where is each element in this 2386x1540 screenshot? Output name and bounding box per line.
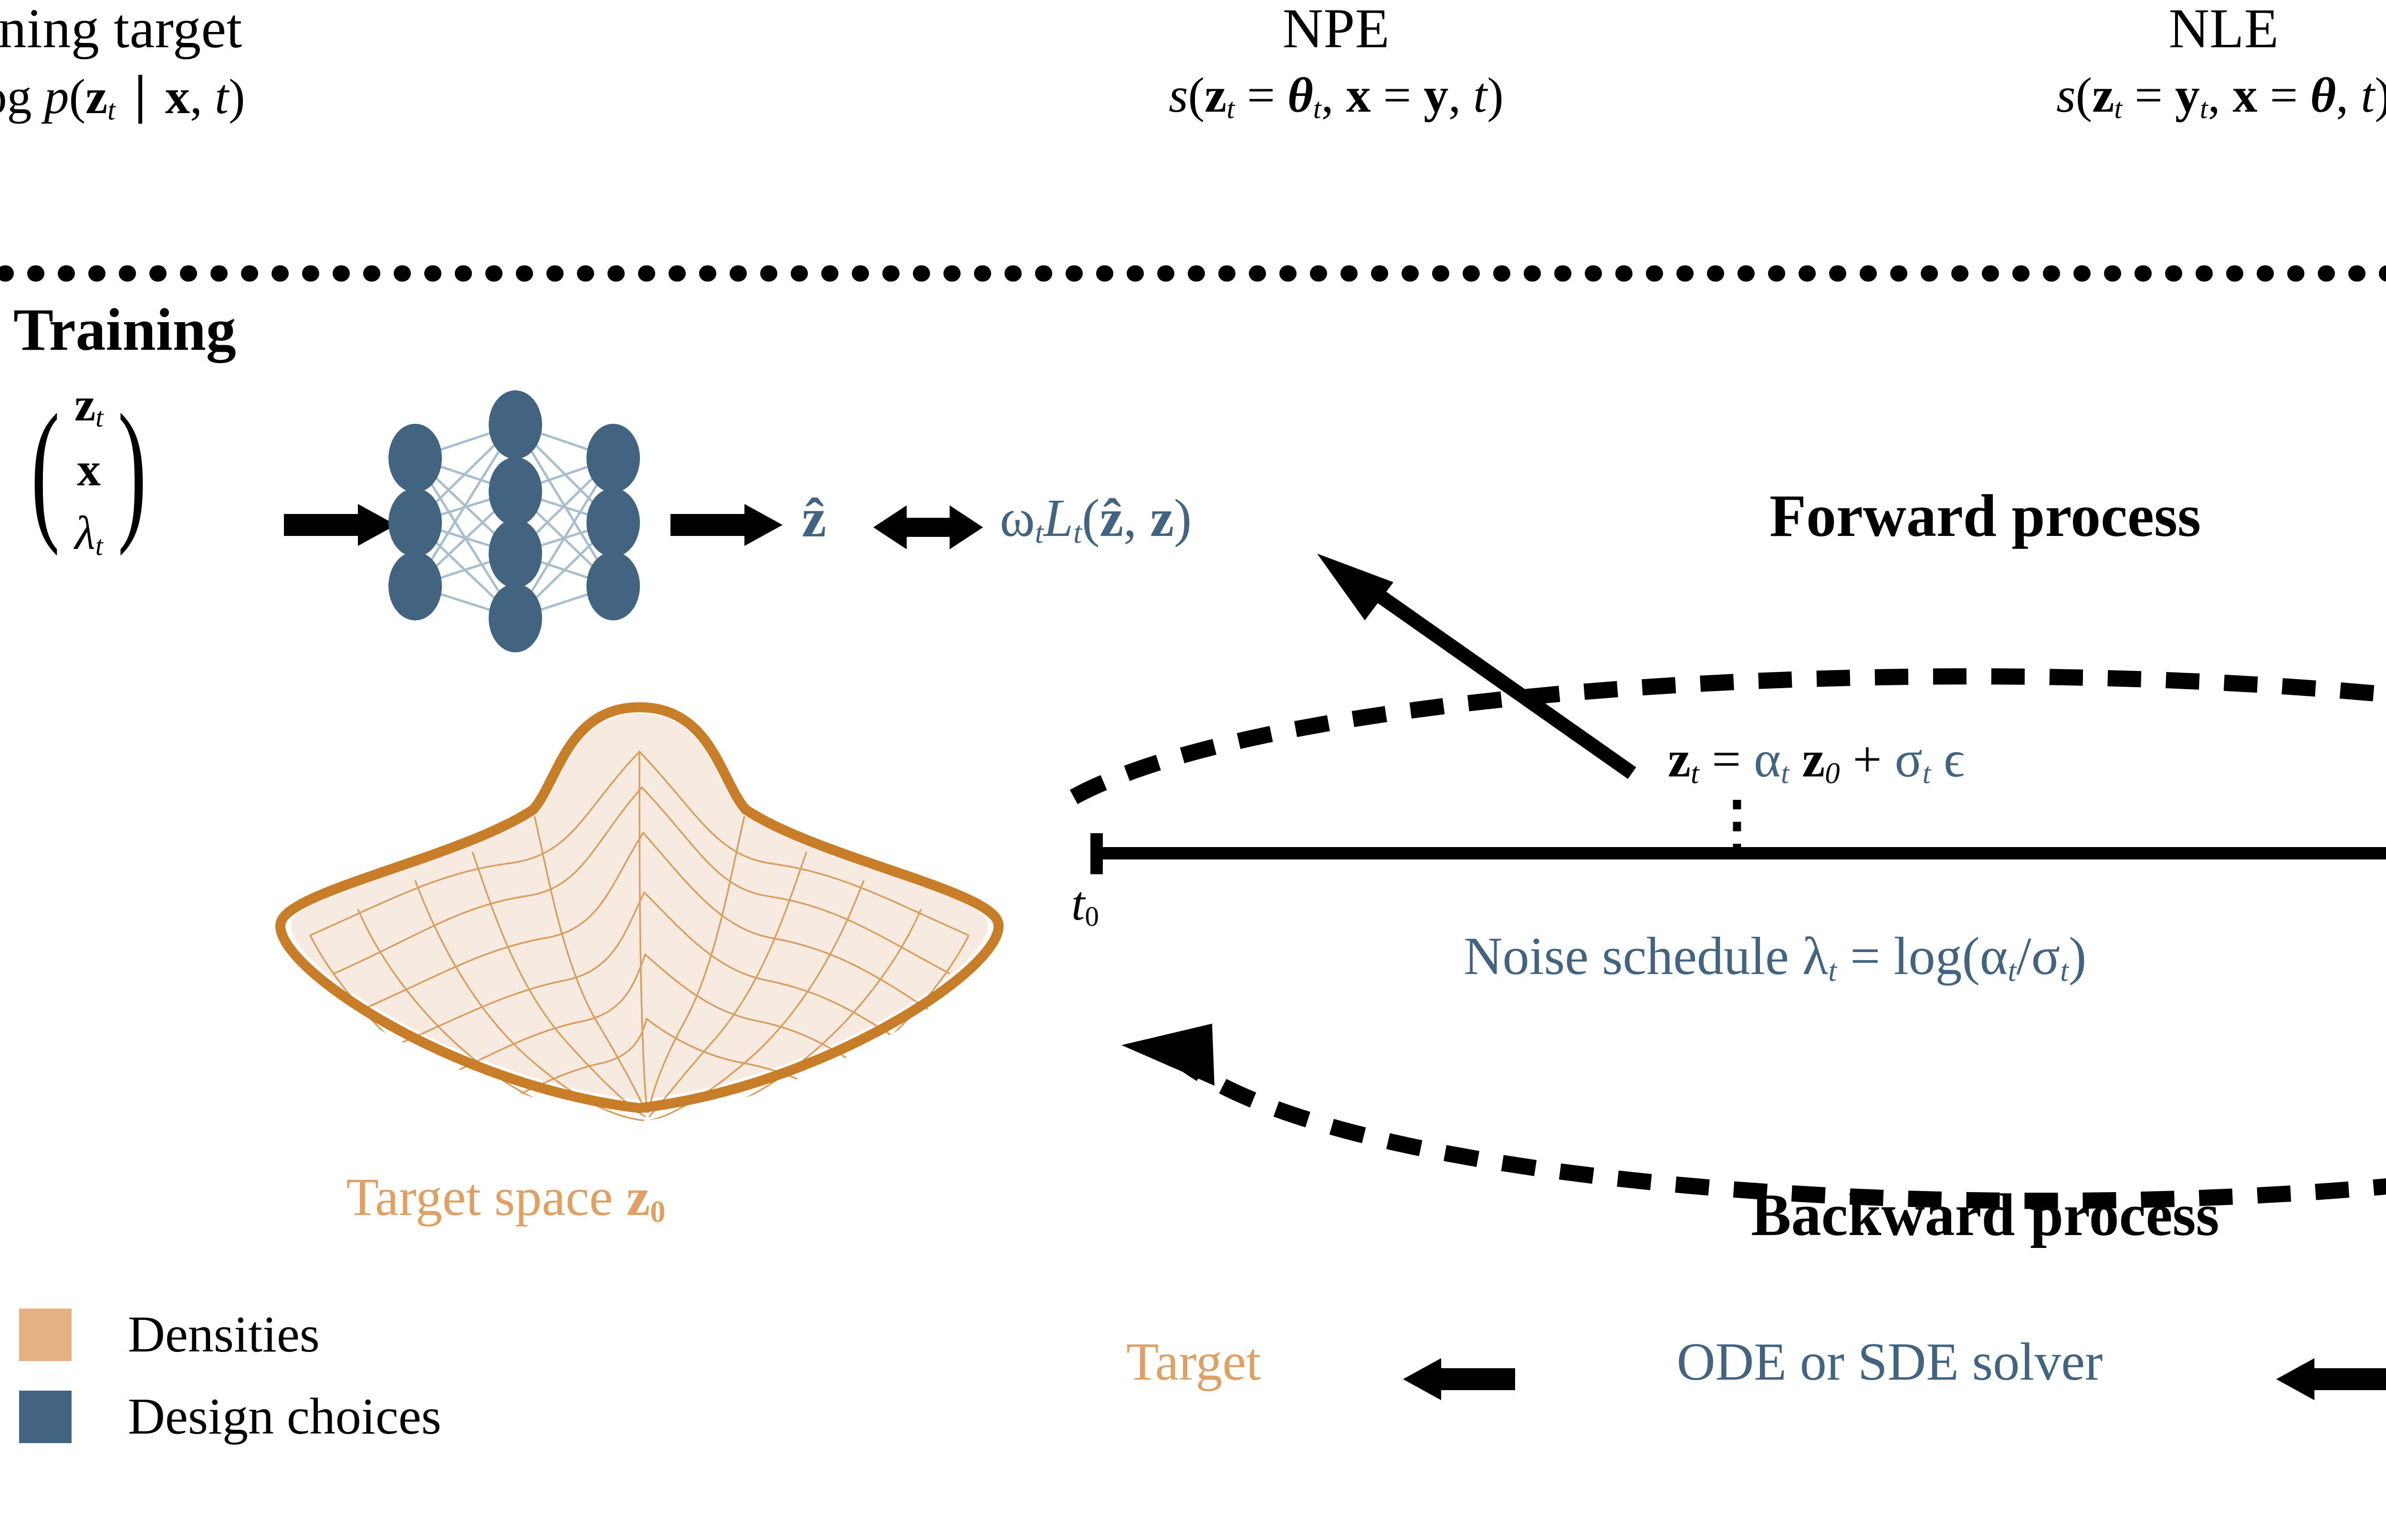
paren-left-icon: (: [31, 382, 60, 556]
target-space-label: Target space z0: [346, 1168, 666, 1229]
backward-process-arc: [1121, 1024, 2386, 1209]
arrow-network-to-solver: [2276, 1358, 2386, 1400]
arrow-network-to-prediction: [670, 504, 783, 546]
legend-label-densities: Densities: [128, 1306, 320, 1363]
column-title-npe: NPE: [1282, 0, 1390, 60]
vector-entry-lambdat: λt: [74, 506, 103, 561]
training-neural-network: [388, 390, 640, 652]
double-arrow-icon: [873, 505, 983, 549]
column-formula-npe: s(zt = θt, x = y, t): [1169, 68, 1504, 125]
time-axis: [1090, 833, 2386, 874]
arrow-input-to-network: [284, 504, 396, 546]
forward-process-arc: [1069, 668, 2386, 804]
column-formula-training-target: ∇ zt log p(zt ∣ x, t): [0, 69, 245, 126]
training-section-label: Training: [13, 297, 236, 363]
target-space-density-surface: [275, 702, 1004, 1121]
header-divider: [0, 265, 2386, 282]
legend-swatch-design-choices: [19, 1391, 72, 1443]
legend: Densities Design choices: [19, 1305, 441, 1446]
column-title-training-target: Training target: [0, 0, 242, 60]
time-axis-start-label: t0: [1071, 877, 1099, 932]
vector-entry-x: x: [77, 442, 101, 496]
arrow-solver-to-target: [1403, 1358, 1515, 1400]
loss-formula: ωtLt(ẑ, z): [1000, 489, 1192, 550]
noise-schedule-label: Noise schedule λt = log(αt/σt): [1464, 927, 2087, 988]
legend-item-design-choices: Design choices: [19, 1387, 441, 1446]
noising-formula: zt = αt z0 + σt ϵ: [1668, 731, 1965, 790]
legend-swatch-densities: [19, 1309, 72, 1361]
paren-right-icon: ): [118, 382, 147, 556]
target-output-label: Target: [1126, 1332, 1261, 1392]
legend-item-densities: Densities: [19, 1305, 441, 1364]
forward-process-label: Forward process: [1769, 483, 2201, 549]
vector-entry-zt: zt: [74, 378, 104, 433]
legend-label-design-choices: Design choices: [128, 1388, 441, 1445]
network-prediction-zhat: ẑ: [802, 488, 827, 549]
column-title-nle: NLE: [2168, 0, 2279, 60]
column-formula-nle: s(zt = yt, x = θ, t): [2056, 68, 2386, 125]
solver-label: ODE or SDE solver: [1676, 1332, 2103, 1392]
backward-process-label: Backward process: [1751, 1182, 2219, 1248]
noising-tick-marker: [1733, 800, 1741, 855]
arrow-noising-to-loss: [1317, 554, 1636, 779]
training-input-vector: ( zt x λt ): [19, 377, 158, 562]
